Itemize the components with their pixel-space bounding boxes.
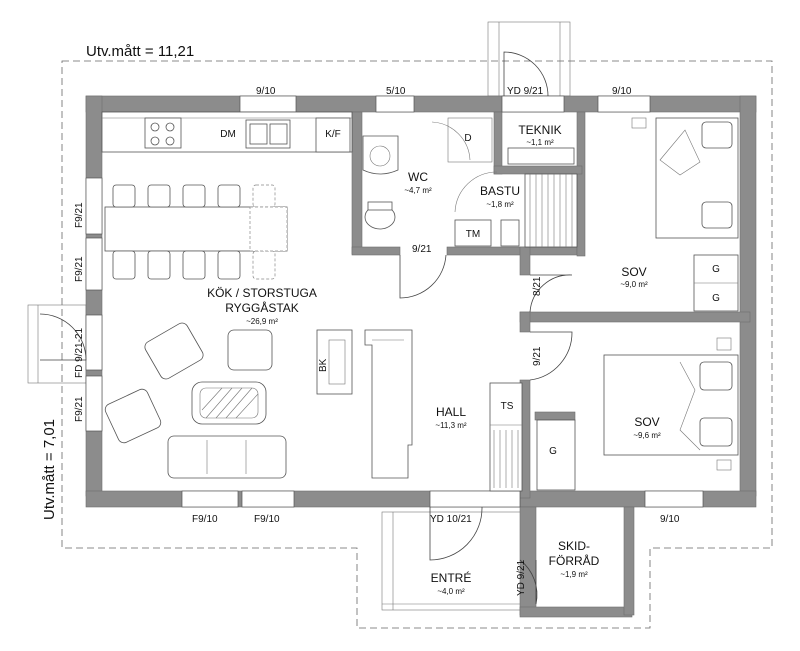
room-name-sov-1: SOV <box>621 265 646 279</box>
room-name-entre: ENTRÉ <box>431 570 472 585</box>
room-area-teknik: ~1,1 m² <box>526 138 554 147</box>
door-swings <box>39 51 573 605</box>
washer-box <box>454 219 492 247</box>
wc-fixtures <box>362 117 493 247</box>
fixture-label-g1: G <box>712 264 720 275</box>
interior-walls <box>351 111 751 499</box>
dryer-box <box>447 117 493 163</box>
fixture-label-dryer: D <box>464 133 471 144</box>
opening-label: YD 9/21 <box>507 86 544 97</box>
opening-label: 9/10 <box>256 86 276 97</box>
bedroom-1-furniture <box>631 117 739 312</box>
room-area-kitchen: ~26,9 m² <box>246 317 278 326</box>
opening-label: 8/21 <box>532 276 543 296</box>
room-area-skid: ~1,9 m² <box>560 570 588 579</box>
fridge-box <box>315 117 351 153</box>
room-name-teknik: TEKNIK <box>518 123 561 137</box>
fixture-label-ts: TS <box>501 401 514 412</box>
room-name-bastu: BASTU <box>480 184 520 198</box>
opening-label: F9/21 <box>74 202 85 228</box>
room-area-sov-2: ~9,6 m² <box>633 431 661 440</box>
opening-label: YD 9/21 <box>516 559 527 596</box>
room-area-bastu: ~1,8 m² <box>486 200 514 209</box>
opening-label: 5/10 <box>386 86 406 97</box>
room-area-sov-1: ~9,0 m² <box>620 280 648 289</box>
dining-table <box>104 184 288 280</box>
opening-label: F9/10 <box>192 514 218 525</box>
opening-label: 9/21 <box>532 346 543 366</box>
room-name-skid-2: FÖRRÅD <box>549 553 600 568</box>
sauna-benches <box>500 173 578 248</box>
living-room-furniture <box>104 322 353 479</box>
stove <box>144 117 182 149</box>
room-area-wc: ~4,7 m² <box>404 186 432 195</box>
fireplace-stove <box>316 329 353 395</box>
room-name-skid-1: SKID- <box>558 539 590 553</box>
sofa <box>167 435 287 479</box>
room-area-entre: ~4,0 m² <box>437 587 465 596</box>
opening-label: F9/21 <box>74 256 85 282</box>
depth-dimension-label: Utv.mått = 7,01 <box>41 419 58 520</box>
fixture-label-bk: BK <box>318 358 329 372</box>
kitchen-counter <box>101 111 353 153</box>
hall-furniture <box>364 329 523 492</box>
width-dimension-label: Utv.mått = 11,21 <box>86 43 194 60</box>
room-area-hall: ~11,3 m² <box>435 421 467 430</box>
windows <box>85 95 704 508</box>
teknik-unit <box>507 147 575 165</box>
opening-label: F9/10 <box>254 514 280 525</box>
room-name-kitchen-2: RYGGÅSTAK <box>225 300 299 315</box>
north-entry-bay <box>487 21 571 97</box>
opening-label: FD 9/21-21 <box>74 328 85 378</box>
fixture-label-g2: G <box>712 293 720 304</box>
room-name-wc: WC <box>408 170 428 184</box>
opening-label: 9/10 <box>660 514 680 525</box>
opening-label: 9/21 <box>412 244 432 255</box>
fixture-label-kf: K/F <box>325 129 341 140</box>
fixture-label-dm: DM <box>220 129 236 140</box>
room-name-sov-2: SOV <box>634 415 659 429</box>
roof-overhang-outline <box>61 60 773 629</box>
opening-label: 9/10 <box>612 86 632 97</box>
room-name-hall: HALL <box>436 405 466 419</box>
room-name-kitchen-1: KÖK / STORSTUGA <box>207 286 317 300</box>
fixture-label-g3: G <box>549 446 557 457</box>
bedroom-2-furniture <box>536 337 739 491</box>
opening-label: F9/21 <box>74 396 85 422</box>
fixture-label-tm: TM <box>466 229 480 240</box>
opening-label: YD 10/21 <box>430 514 472 525</box>
